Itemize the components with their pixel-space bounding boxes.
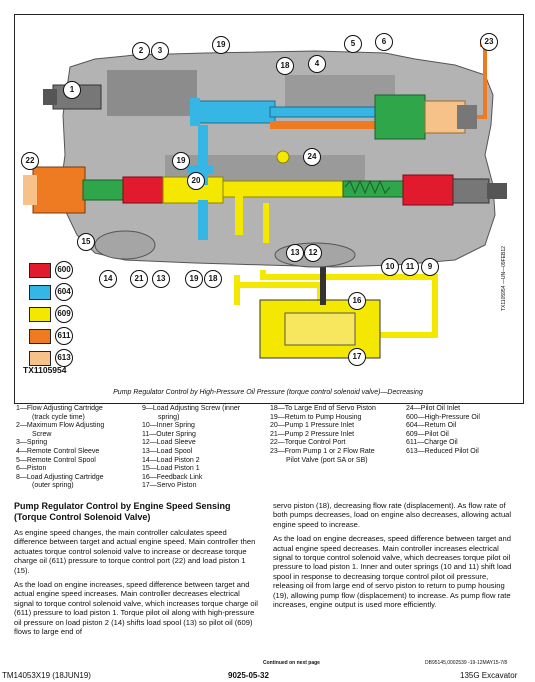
legend-item: 20—Pump 1 Pressure Inlet [270, 422, 355, 430]
legend-item: 11—Outer Spring [142, 430, 196, 438]
legend-item: 16—Feedback Link [142, 473, 203, 481]
legend-swatch-609 [29, 307, 51, 322]
continued-note: Continued on next page [263, 660, 320, 666]
legend-item: 8—Load Adjusting Cartridge [16, 473, 104, 481]
callout-6: 6 [375, 33, 393, 51]
regulator-cutaway-drawing [23, 39, 507, 359]
legend-column-3: 18—To Large End of Servo Piston 19—Retur… [270, 405, 376, 465]
paragraph: As the load on engine decreases, speed d… [273, 534, 512, 610]
article-left-column: As engine speed changes, the main contro… [14, 528, 259, 641]
legend-item: 6—Piston [16, 465, 47, 473]
legend-item: 12—Load Sleeve [142, 439, 196, 447]
pump-regulator-diagram: 1 2 3 19 18 4 5 6 23 19 20 24 22 15 14 2… [14, 14, 524, 404]
legend-item: 10—Inner Spring [142, 422, 195, 430]
legend-item: 2—Maximum Flow Adjusting [16, 422, 105, 430]
legend-swatch-613 [29, 351, 51, 366]
legend-item: 604—Return Oil [406, 422, 457, 430]
callout-16: 16 [348, 292, 366, 310]
legend-swatch-600 [29, 263, 51, 278]
legend-item: 4—Remote Control Sleeve [16, 447, 100, 455]
legend-item: 13—Load Spool [142, 447, 193, 455]
section-title: Pump Regulator Control by Engine Speed S… [14, 501, 231, 522]
legend-item: 24—Pilot Oil Inlet [406, 405, 461, 412]
callout-13-bottom: 13 [152, 270, 170, 288]
legend-item: 21—Pump 2 Pressure Inlet [270, 430, 355, 438]
callout-10: 10 [381, 258, 399, 276]
legend-swatch-611 [29, 329, 51, 344]
footer-left: TM14053X19 (18JUN19) [2, 671, 91, 680]
callout-22: 22 [21, 152, 39, 170]
legend-item: 3—Spring [16, 439, 48, 447]
legend-item: 613—Reduced Pilot Oil [406, 447, 479, 455]
callout-20: 20 [187, 172, 205, 190]
callout-19-top: 19 [212, 36, 230, 54]
legend-code-613: 613 [55, 349, 73, 367]
footer-page-number: 9025-05-32 [228, 671, 269, 680]
legend-column-4: 24—Pilot Oil Inlet 600—High-Pressure Oil… [406, 405, 480, 457]
callout-17: 17 [348, 348, 366, 366]
figure-side-code: TX1105954 —UN—09FEB12 [501, 246, 507, 311]
legend-item: 9—Load Adjusting Screw (inner [142, 405, 241, 412]
figure-caption: Pump Regulator Control by High-Pressure … [113, 389, 423, 396]
article-right-column: servo piston (18), decreasing flow rate … [273, 501, 518, 614]
legend-item: Pilot Valve (port SA or SB) [286, 456, 368, 464]
legend-item: 600—High-Pressure Oil [406, 413, 480, 421]
legend-item: 611—Charge Oil [406, 439, 458, 447]
callout-24: 24 [303, 148, 321, 166]
paragraph: As engine speed changes, the main contro… [14, 528, 256, 575]
legend-item: 1—Flow Adjusting Cartridge [16, 405, 103, 412]
callout-18-bottom: 18 [204, 270, 222, 288]
legend-item: 14—Load Piston 2 [142, 456, 200, 464]
legend-item: 609—Pilot Oil [406, 430, 449, 438]
legend-code-609: 609 [55, 305, 73, 323]
legend-code-611: 611 [55, 327, 73, 345]
legend-item: 15—Load Piston 1 [142, 465, 200, 473]
footer-right: 135G Excavator [460, 671, 518, 680]
callout-9: 9 [421, 258, 439, 276]
callout-14: 14 [99, 270, 117, 288]
callout-21: 21 [130, 270, 148, 288]
legend-column-2: 9—Load Adjusting Screw (inner spring) 10… [142, 405, 240, 491]
legend-item: 22—Torque Control Port [270, 439, 346, 447]
legend-item: 5—Remote Control Spool [16, 456, 96, 464]
callout-15: 15 [77, 233, 95, 251]
legend-item: 18—To Large End of Servo Piston [270, 405, 376, 412]
callout-12: 12 [304, 244, 322, 262]
callout-2: 2 [132, 42, 150, 60]
callout-11: 11 [401, 258, 419, 276]
legend-item: Screw [32, 430, 52, 438]
legend-code-604: 604 [55, 283, 73, 301]
paragraph: As the load on engine increases, speed d… [14, 580, 258, 637]
callout-1: 1 [63, 81, 81, 99]
callout-19-mid: 19 [172, 152, 190, 170]
legend-item: (outer spring) [32, 482, 74, 490]
callout-3: 3 [151, 42, 169, 60]
callout-5: 5 [344, 35, 362, 53]
legend-item: spring) [158, 413, 180, 421]
legend-item: (track cycle time) [32, 413, 85, 421]
legend-item: 17—Servo Piston [142, 482, 197, 490]
parts-legend: 1—Flow Adjusting Cartridge (track cycle … [14, 405, 522, 493]
legend-item: 19—Return to Pump Housing [270, 413, 362, 421]
callout-18-top: 18 [276, 57, 294, 75]
legend-code-600: 600 [55, 261, 73, 279]
callout-4: 4 [308, 55, 326, 73]
figure-id: TX1105954 [23, 365, 67, 375]
paragraph: servo piston (18), decreasing flow rate … [273, 501, 512, 529]
callout-23: 23 [480, 33, 498, 51]
callout-19-bottom: 19 [185, 270, 203, 288]
legend-column-1: 1—Flow Adjusting Cartridge (track cycle … [16, 405, 104, 491]
callout-13: 13 [286, 244, 304, 262]
legend-swatch-604 [29, 285, 51, 300]
legend-item: 23—From Pump 1 or 2 Flow Rate [270, 447, 375, 455]
document-reference: DB95145,0002539 -19-12MAY15-7/8 [425, 660, 508, 666]
